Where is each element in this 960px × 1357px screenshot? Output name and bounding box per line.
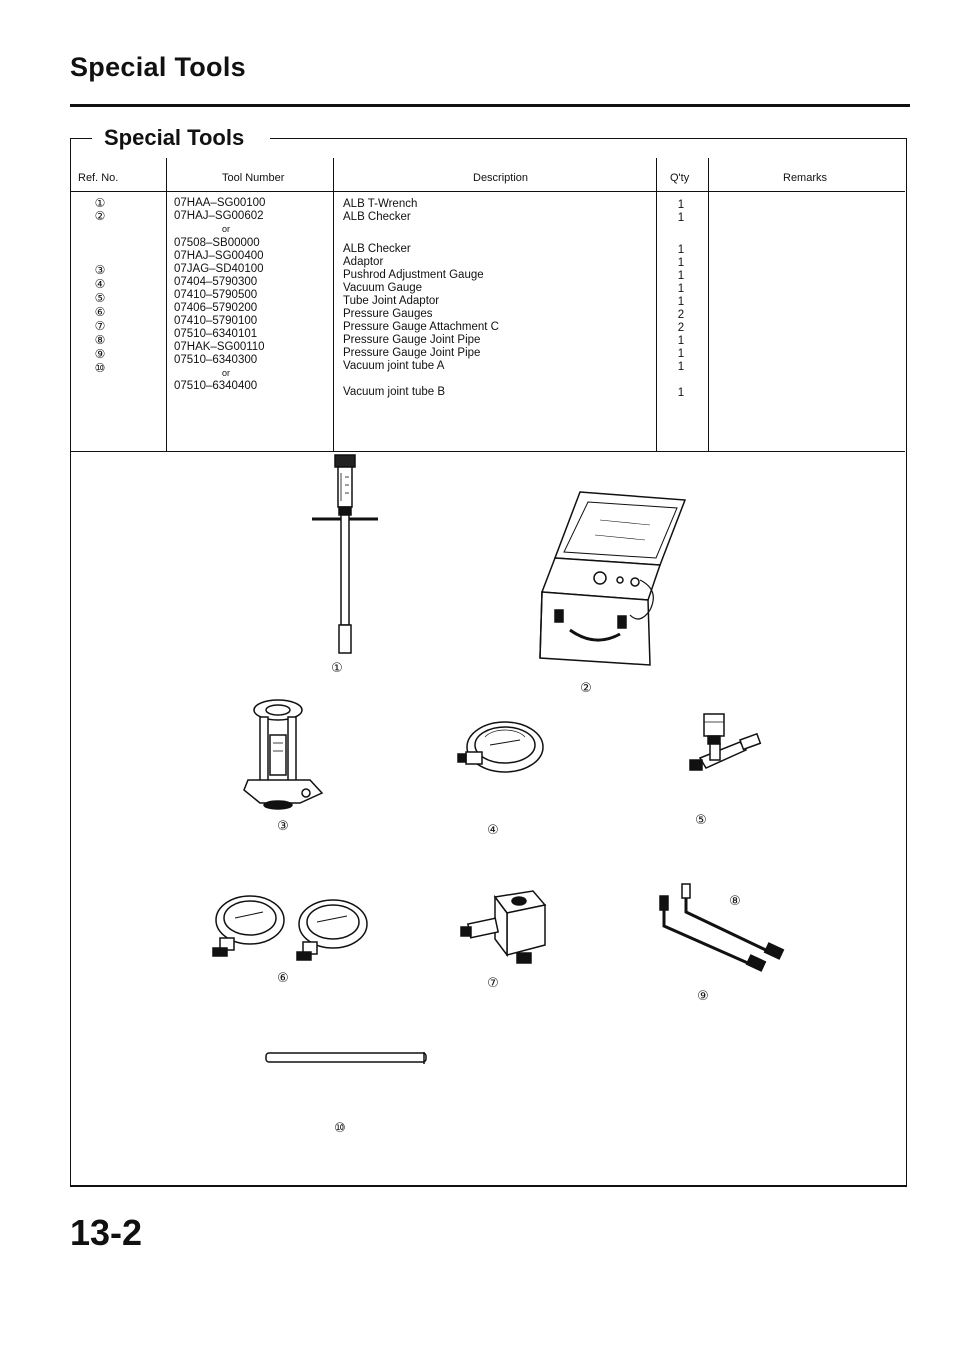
tool-description: Pressure Gauge Joint Pipe [343, 334, 481, 346]
ref-number: ⑤ [94, 291, 106, 305]
header-rule [70, 191, 905, 192]
column-divider [708, 158, 709, 451]
header-ref-no: Ref. No. [78, 172, 119, 184]
tool-qty: 1 [677, 199, 685, 211]
page-number: 13-2 [70, 1212, 143, 1253]
callout-6: ⑥ [277, 970, 289, 985]
tool-qty: 1 [677, 283, 685, 295]
tool-qty: 1 [677, 244, 685, 256]
pressure-gauge-attachment-illustration [460, 890, 547, 964]
tool-description: Adaptor [343, 256, 384, 268]
table-bottom-rule [70, 451, 905, 452]
callout-1: ① [331, 660, 343, 675]
tool-number: 07JAG–SD40100 [174, 263, 264, 275]
tool-number: 07508–SB00000 [174, 237, 260, 249]
title-rule [70, 104, 910, 107]
tool-description: Tube Joint Adaptor [343, 295, 440, 307]
ref-number: ⑧ [94, 333, 106, 347]
tool-description: Pushrod Adjustment Gauge [343, 269, 484, 281]
header-qty: Q'ty [670, 172, 690, 184]
callout-10: ⑩ [334, 1120, 346, 1135]
tool-description: Pressure Gauges [343, 308, 433, 320]
tube-joint-adaptor-illustration [689, 713, 762, 771]
ref-number: ⑨ [94, 347, 106, 361]
tool-qty: 2 [677, 322, 685, 334]
callout-9: ⑨ [697, 988, 709, 1003]
tool-description: Vacuum joint tube A [343, 360, 445, 372]
tool-description: Vacuum Gauge [343, 282, 423, 294]
callout-2: ② [580, 680, 592, 695]
tool-qty: 1 [677, 335, 685, 347]
pressure-gauges-illustration [212, 895, 368, 961]
pushrod-adjustment-gauge-illustration [243, 699, 324, 810]
frame-top-edge-right [270, 138, 906, 139]
frame-top-edge-left [70, 138, 92, 139]
tool-description: ALB T-Wrench [343, 198, 418, 210]
tool-number: 07406–5790200 [174, 302, 258, 314]
vacuum-joint-tube-illustration [265, 1052, 427, 1064]
tool-qty: 1 [677, 361, 685, 373]
header-description: Description [473, 172, 529, 184]
ref-number: ⑦ [94, 319, 106, 333]
callout-4: ④ [487, 822, 499, 837]
ref-number: ④ [94, 277, 106, 291]
tool-description: Pressure Gauge Attachment C [343, 321, 499, 333]
tool-description: Vacuum joint tube B [343, 386, 446, 398]
callout-5: ⑤ [695, 812, 707, 827]
tool-number: 07410–5790500 [174, 289, 258, 301]
tool-qty: 1 [677, 270, 685, 282]
tool-description: ALB Checker [343, 243, 411, 255]
alb-t-wrench-illustration [312, 454, 378, 654]
tool-description: Pressure Gauge Joint Pipe [343, 347, 481, 359]
vacuum-gauge-illustration [457, 721, 544, 773]
ref-number: ③ [94, 263, 106, 277]
callout-3: ③ [277, 818, 289, 833]
callout-7: ⑦ [487, 975, 499, 990]
tool-number: 07HAA–SG00100 [174, 197, 266, 209]
header-remarks: Remarks [783, 172, 828, 184]
page-title: Special Tools [70, 52, 246, 82]
tool-number: 07404–5790300 [174, 276, 258, 288]
callout-8: ⑧ [729, 893, 741, 908]
pressure-gauge-joint-pipes-illustration [659, 883, 785, 972]
tools-frame [70, 138, 907, 1187]
tool-qty: 2 [677, 309, 685, 321]
or-label: or [222, 224, 231, 234]
ref-number: ⑩ [94, 361, 106, 375]
ref-number: ② [94, 209, 106, 223]
tool-number: 07410–5790100 [174, 315, 258, 327]
tool-number: 07HAJ–SG00602 [174, 210, 264, 222]
tool-qty: 1 [677, 387, 685, 399]
header-tool-number: Tool Number [222, 172, 285, 184]
tool-number: 07510–6340400 [174, 380, 258, 392]
column-divider [333, 158, 334, 451]
ref-number: ① [94, 196, 106, 210]
tool-number: 07510–6340101 [174, 328, 258, 340]
tool-description: ALB Checker [343, 211, 411, 223]
alb-checker-case-illustration [539, 491, 687, 666]
column-divider [656, 158, 657, 451]
tool-qty: 1 [677, 296, 685, 308]
tool-number: 07HAJ–SG00400 [174, 250, 264, 262]
tool-qty: 1 [677, 348, 685, 360]
ref-number: ⑥ [94, 305, 106, 319]
tool-qty: 1 [677, 212, 685, 224]
tool-qty: 1 [677, 257, 685, 269]
column-divider [166, 158, 167, 451]
tool-number: 07HAK–SG00110 [174, 341, 265, 353]
box-heading: Special Tools [98, 125, 251, 151]
tool-number: 07510–6340300 [174, 354, 258, 366]
or-label: or [222, 368, 231, 378]
